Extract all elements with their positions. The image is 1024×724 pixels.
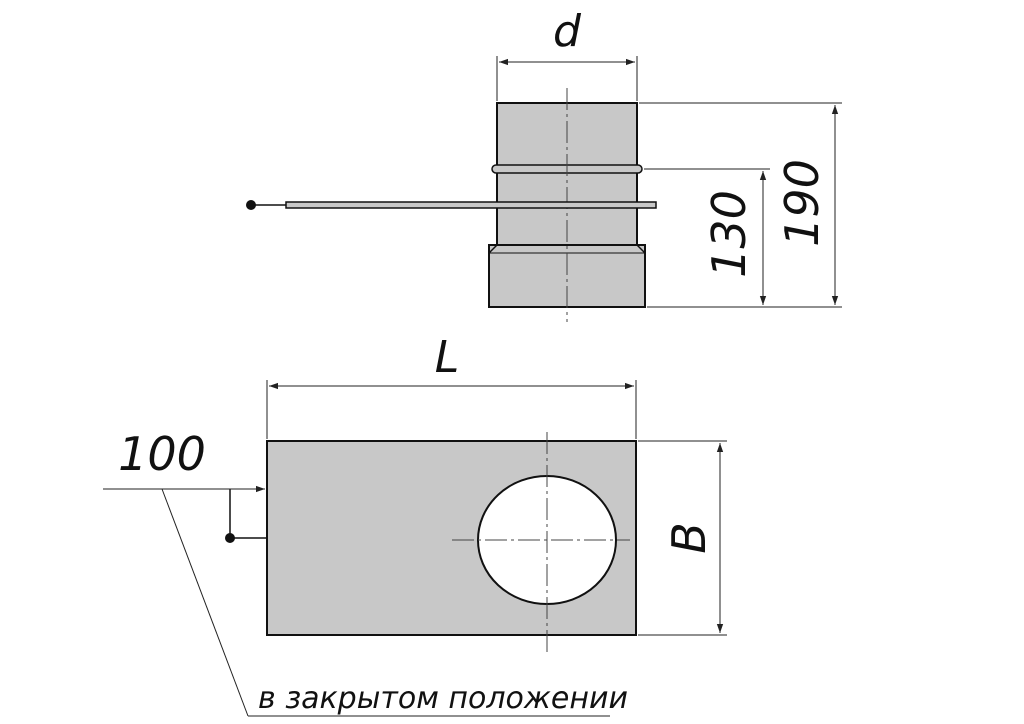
dimension-label-190: 190	[775, 159, 829, 247]
plate-view	[225, 432, 637, 652]
pipe-transition-edge	[636, 244, 646, 254]
dimension-label-L: L	[435, 332, 460, 383]
pipe-view	[246, 88, 657, 322]
dimension-label-130: 130	[702, 190, 756, 278]
dimension-L: L	[266, 332, 637, 439]
dimension-130: 130	[644, 168, 770, 305]
dimension-190: 190	[639, 102, 842, 308]
closed-position-note: в закрытом положении	[258, 681, 628, 716]
pipe-transition-edge	[488, 244, 498, 254]
dimension-B: B	[638, 440, 727, 636]
dimension-label-100: 100	[118, 427, 206, 481]
dimension-100: 100 в закрытом положении	[103, 427, 628, 717]
dimension-label-d: d	[553, 6, 582, 57]
dimension-label-B: B	[662, 522, 716, 554]
leader-line	[161, 488, 249, 717]
dimension-d: d	[496, 6, 638, 101]
damper-rod	[285, 201, 657, 209]
plate-handle-knob	[225, 533, 235, 543]
damper-handle-knob	[246, 200, 256, 210]
